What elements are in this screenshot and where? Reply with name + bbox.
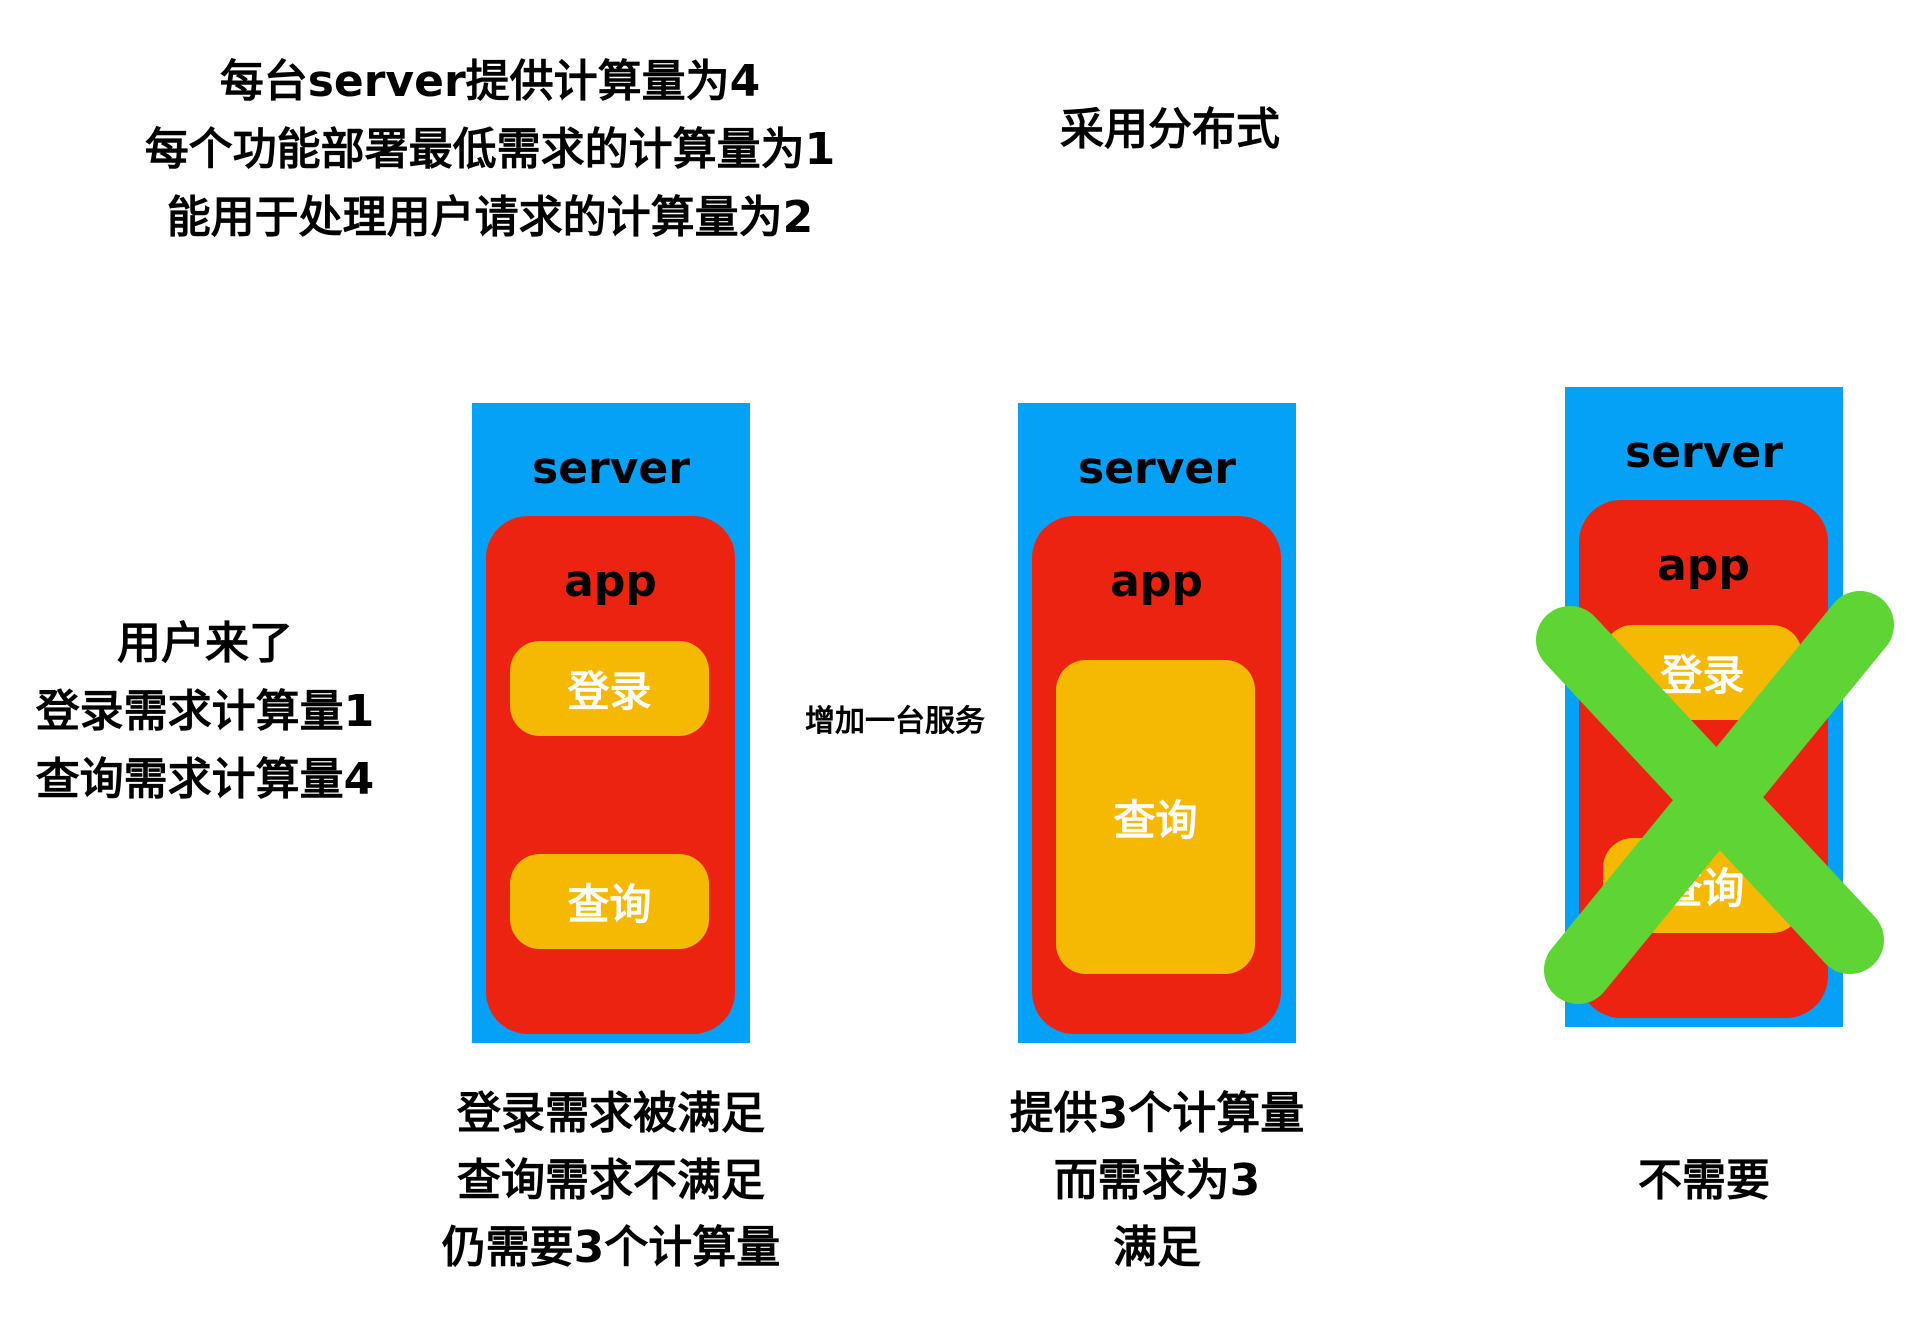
intro-line: 每台server提供计算量为4 (219, 56, 761, 107)
caption-line: 而需求为3 (1053, 1155, 1261, 1206)
server-3-caption: 不需要 (1474, 1147, 1906, 1214)
cross-stroke (1544, 591, 1894, 1004)
caption-line: 仍需要3个计算量 (441, 1222, 781, 1273)
app-label: app (1657, 540, 1750, 591)
intro-text: 每台server提供计算量为4 每个功能部署最低需求的计算量为1 能用于处理用户… (90, 48, 890, 252)
caption-line: 不需要 (1638, 1155, 1770, 1206)
caption-line: 满足 (1113, 1222, 1201, 1273)
user-request-line: 用户来了 (117, 618, 293, 669)
caption-line: 查询需求不满足 (457, 1155, 765, 1206)
server-label: server (532, 443, 690, 494)
user-request-line: 查询需求计算量4 (35, 754, 375, 805)
mode-label: 采用分布式 (1060, 104, 1280, 155)
intro-line: 能用于处理用户请求的计算量为2 (166, 192, 814, 243)
login-function: 登录 (510, 641, 709, 736)
server-box-1: server app 登录 查询 (472, 403, 750, 1043)
query-function: 查询 (1056, 660, 1255, 974)
query-function: 查询 (510, 854, 709, 949)
app-box: app 登录 查询 (486, 516, 735, 1034)
app-label: app (1110, 556, 1203, 607)
server-box-2: server app 查询 (1018, 403, 1296, 1043)
app-box: app 查询 (1032, 516, 1281, 1034)
user-request-text: 用户来了 登录需求计算量1 查询需求计算量4 (0, 610, 410, 814)
server-1-caption: 登录需求被满足 查询需求不满足 仍需要3个计算量 (381, 1080, 841, 1281)
app-label: app (564, 556, 657, 607)
user-request-line: 登录需求计算量1 (35, 686, 375, 737)
server-label: server (1078, 443, 1236, 494)
intro-line: 每个功能部署最低需求的计算量为1 (144, 124, 836, 175)
add-service-label: 增加一台服务 (805, 704, 985, 739)
caption-line: 登录需求被满足 (457, 1088, 765, 1139)
cross-out-mark (1536, 591, 1894, 1004)
server-2-caption: 提供3个计算量 而需求为3 满足 (927, 1080, 1387, 1281)
server-label: server (1625, 427, 1783, 478)
caption-line: 提供3个计算量 (1009, 1088, 1305, 1139)
